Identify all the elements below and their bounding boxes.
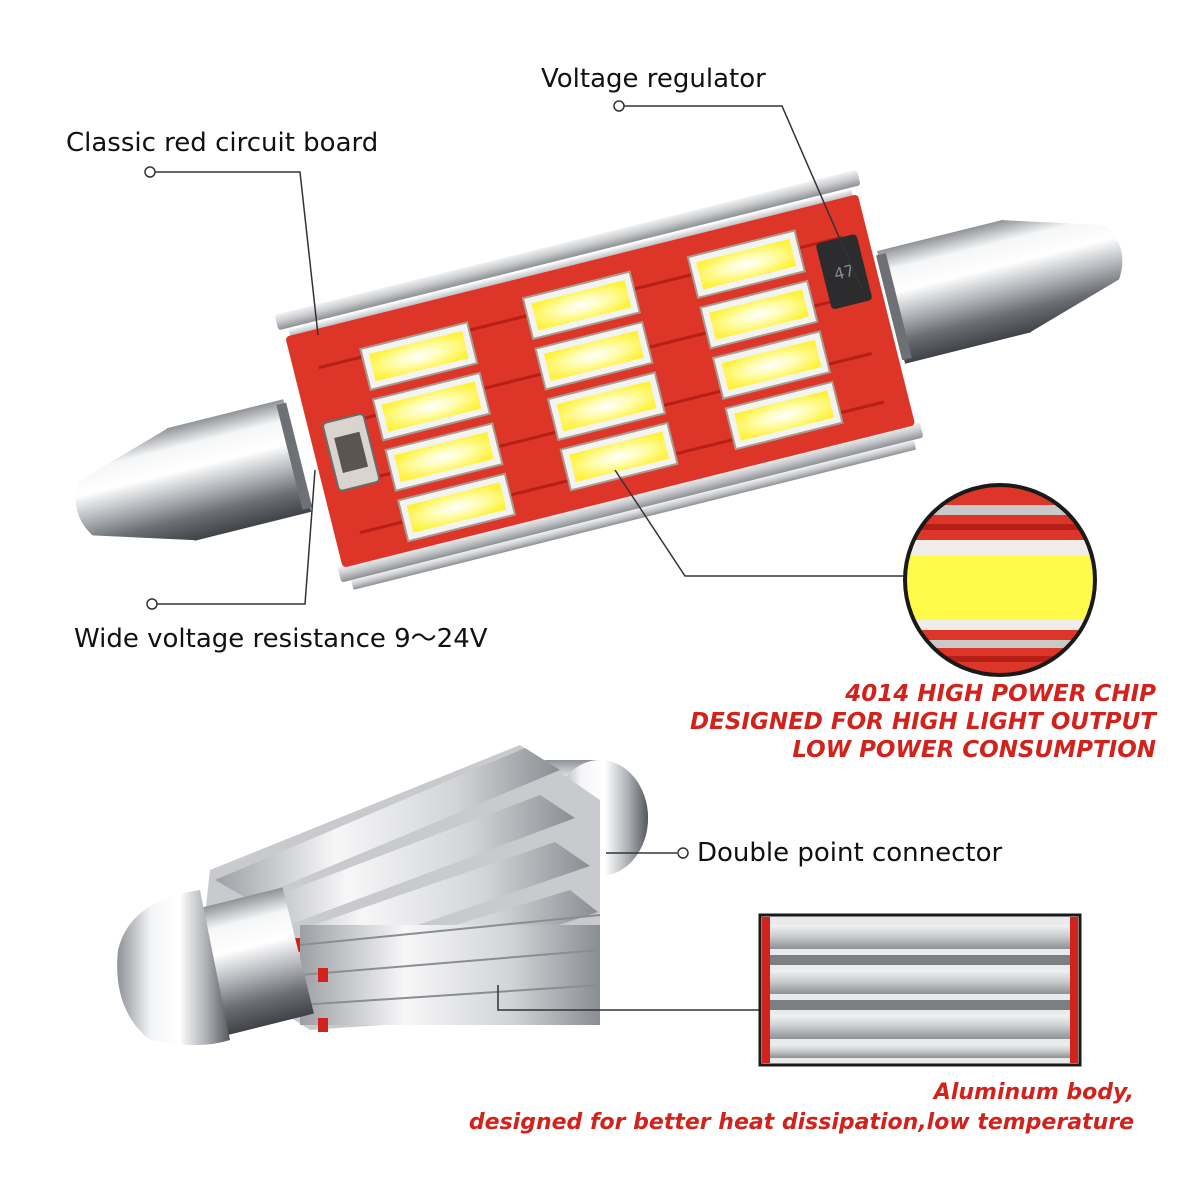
callout-leaders-top xyxy=(144,100,905,610)
led-zoom-circle xyxy=(903,483,1097,677)
heatsink-fins xyxy=(200,745,601,1032)
left-cap-body xyxy=(166,399,312,541)
near-cap-tip xyxy=(117,890,230,1045)
voltage-regulator-chip: 47 xyxy=(816,234,872,309)
right-cap-body xyxy=(877,219,1032,364)
classic-board-label: Classic red circuit board xyxy=(66,128,379,158)
chip-text-line1: 4014 HIGH POWER CHIP xyxy=(845,681,1156,707)
regulator-marking: 47 xyxy=(832,261,856,284)
led-chips xyxy=(359,229,844,543)
body-text-line2: designed for better heat dissipation,low… xyxy=(468,1110,1134,1135)
bottom-bulb xyxy=(117,745,648,1045)
callout-leaders-bottom xyxy=(497,847,760,1011)
body-text-line1: Aluminum body, xyxy=(933,1080,1134,1105)
wide-voltage-label: Wide voltage resistance 9～24V xyxy=(74,624,488,654)
chip-text-line2: DESIGNED FOR HIGH LIGHT OUTPUT xyxy=(690,709,1156,735)
right-cap-tip xyxy=(1001,220,1123,333)
voltage-regulator-label: Voltage regulator xyxy=(541,64,766,94)
chip-text-line3: LOW POWER CONSUMPTION xyxy=(792,737,1156,763)
left-cap-tip xyxy=(75,427,197,541)
double-point-label: Double point connector xyxy=(697,838,1003,868)
top-bulb: 47 xyxy=(75,170,1123,590)
aluminum-body-closeup xyxy=(758,913,1082,1067)
